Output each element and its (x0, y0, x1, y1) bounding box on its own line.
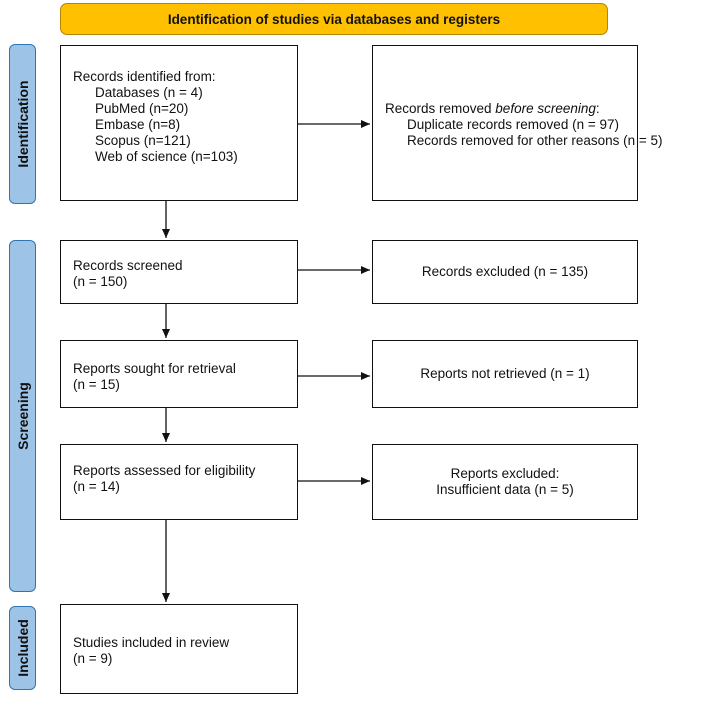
reports-sought-count: (n = 15) (73, 377, 120, 392)
studies-included-box: Studies included in review (n = 9) (60, 604, 298, 694)
records-removed-other: Records removed for other reasons (n = 5… (407, 133, 663, 148)
phase-screening: Screening (9, 240, 36, 592)
records-identified-box: Records identified from: Databases (n = … (60, 45, 298, 201)
source-scopus: Scopus (n=121) (95, 133, 191, 148)
records-screened-box: Records screened (n = 150) (60, 240, 298, 304)
records-identified-heading: Records identified from: (73, 69, 216, 84)
records-screened-count: (n = 150) (73, 274, 128, 289)
duplicate-records-removed: Duplicate records removed (n = 97) (407, 117, 619, 132)
reports-sought-box: Reports sought for retrieval (n = 15) (60, 340, 298, 408)
records-removed-heading: Records removed before screening: (385, 101, 637, 117)
header-title: Identification of studies via databases … (167, 11, 501, 27)
reports-assessed-label: Reports assessed for eligibility (73, 463, 256, 478)
records-screened-label: Records screened (73, 258, 183, 273)
header-banner: Identification of studies via databases … (60, 3, 608, 35)
phase-included: Included (9, 606, 36, 690)
source-pubmed: PubMed (n=20) (95, 101, 189, 116)
reports-not-retrieved-box: Reports not retrieved (n = 1) (372, 340, 638, 408)
reports-excluded-box: Reports excluded: Insufficient data (n =… (372, 444, 638, 520)
source-embase: Embase (n=8) (95, 117, 181, 132)
reports-assessed-box: Reports assessed for eligibility (n = 14… (60, 444, 298, 520)
source-web-of-science: Web of science (n=103) (95, 149, 238, 164)
reports-sought-label: Reports sought for retrieval (73, 361, 236, 376)
reports-excluded-label: Reports excluded: (450, 466, 560, 481)
reports-assessed-count: (n = 14) (73, 479, 120, 494)
source-databases: Databases (n = 4) (95, 85, 203, 100)
records-excluded-label: Records excluded (n = 135) (421, 264, 589, 279)
records-removed-heading-italic: before screening (495, 101, 596, 116)
records-removed-heading-suffix: : (595, 101, 600, 116)
records-excluded-box: Records excluded (n = 135) (372, 240, 638, 304)
records-removed-box: Records removed before screening: Duplic… (372, 45, 663, 201)
reports-excluded-reason: Insufficient data (n = 5) (436, 482, 574, 497)
records-removed-heading-prefix: Records removed (385, 101, 496, 116)
studies-included-count: (n = 9) (73, 651, 113, 666)
studies-included-label: Studies included in review (73, 635, 230, 650)
reports-not-retrieved-label: Reports not retrieved (n = 1) (420, 366, 590, 381)
phase-identification: Identification (9, 44, 36, 204)
